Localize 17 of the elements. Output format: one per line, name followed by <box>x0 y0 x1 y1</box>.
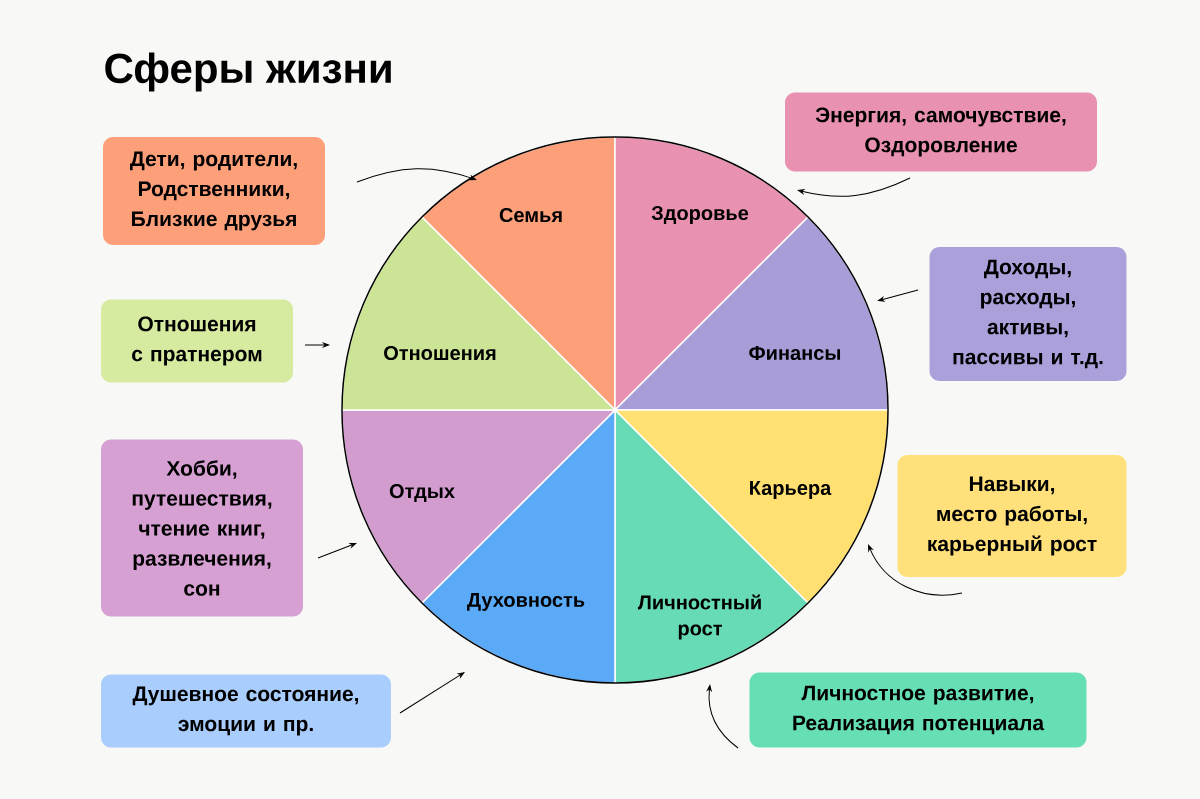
text-box: Личностное развитие, Реализация потенциала <box>749 672 1087 748</box>
text-box: Дети, родители, Родственники, Близкие друзья <box>103 137 325 245</box>
text-box: Навыки, место работы, карьерный рост <box>897 455 1127 577</box>
arrow <box>356 168 477 183</box>
arrow <box>304 342 330 348</box>
text-box: Доходы, расходы, активы, пассивы и т.д. <box>929 247 1127 381</box>
text-box: Хобби, путешествия, чтение книг, развлечения, сон <box>101 439 303 617</box>
text-box: Отношения с пратнером <box>101 299 293 383</box>
arrow <box>317 543 357 559</box>
arrow <box>868 544 963 596</box>
arrow <box>706 684 739 749</box>
arrow <box>797 177 911 197</box>
text-box: Энергия, самочувствие, Оздоровление <box>785 92 1097 172</box>
arrow <box>877 289 919 302</box>
arrow <box>399 672 465 714</box>
title: Сферы жизни <box>105 52 391 92</box>
text-box: Душевное состояние, эмоции и пр. <box>101 674 391 748</box>
